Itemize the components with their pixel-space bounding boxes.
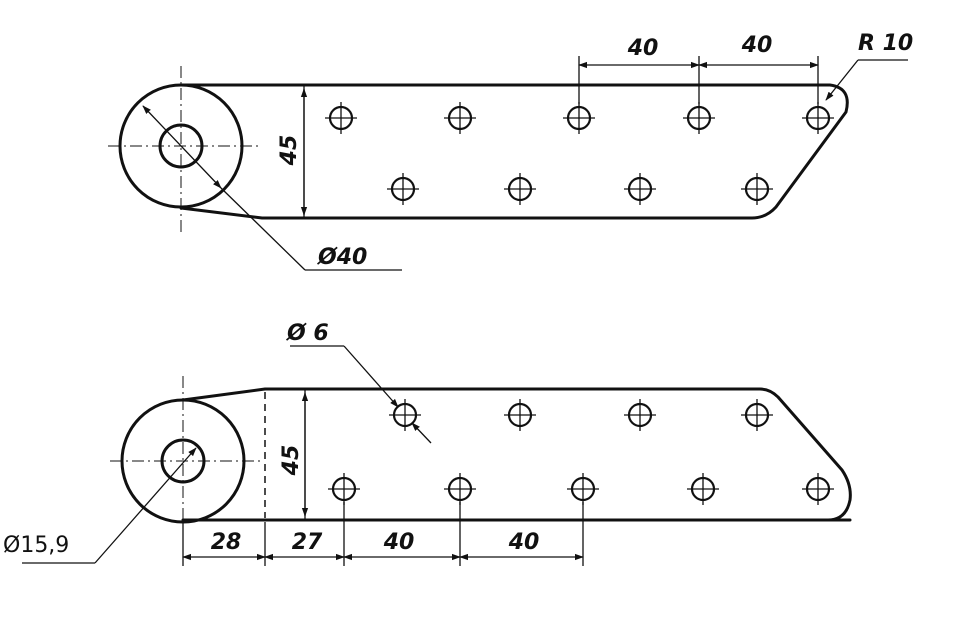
- top-plate-outline: [179, 83, 849, 220]
- bottom-chain-label-4: 40: [508, 530, 540, 555]
- top-holes-row-1: [325, 102, 834, 134]
- bottom-bore-diameter-leader: Ø15,9: [3, 447, 197, 564]
- top-spacing-label-2: 40: [741, 33, 773, 58]
- hole-marker: [504, 399, 536, 431]
- bottom-hole-diameter-leader: Ø 6: [285, 321, 432, 444]
- bottom-chain-label-3: 40: [383, 530, 415, 555]
- hole-marker: [683, 102, 715, 134]
- bottom-bore-diameter-label: Ø15,9: [3, 533, 69, 558]
- hole-marker: [563, 102, 595, 134]
- hole-marker: [389, 399, 421, 431]
- hole-marker: [802, 102, 834, 134]
- hole-marker: [504, 173, 536, 205]
- bottom-holes-row-2: [328, 473, 834, 505]
- bottom-height-label: 45: [279, 445, 304, 477]
- top-height-dimension: 45: [277, 88, 308, 216]
- hole-marker: [328, 473, 360, 505]
- top-radius-leader: R 10: [825, 31, 913, 101]
- bottom-chain-dimension: 28 27 40 40: [182, 502, 584, 566]
- hole-marker: [624, 399, 656, 431]
- bottom-holes-row-1: [389, 399, 773, 431]
- top-boss-diameter-dimension: Ø40: [142, 105, 402, 271]
- top-spacing-label-1: 40: [627, 36, 659, 61]
- hole-marker: [567, 473, 599, 505]
- hole-marker: [325, 102, 357, 134]
- bottom-chain-label-1: 28: [211, 530, 242, 555]
- hole-marker: [444, 473, 476, 505]
- top-height-label: 45: [277, 135, 302, 167]
- top-holes-row-2: [387, 173, 773, 205]
- hole-marker: [444, 102, 476, 134]
- hole-marker: [687, 473, 719, 505]
- hole-marker: [741, 173, 773, 205]
- top-boss-diameter-label: Ø40: [316, 245, 367, 270]
- bottom-plate-outline: [181, 387, 852, 522]
- hole-marker: [741, 399, 773, 431]
- top-radius-label: R 10: [858, 31, 913, 56]
- bottom-hole-diameter-label: Ø 6: [285, 321, 329, 346]
- bottom-part: Ø 6 45 Ø15,9 28 27 40 40: [3, 321, 852, 566]
- hole-marker: [624, 173, 656, 205]
- bottom-chain-label-2: 27: [292, 530, 323, 555]
- top-part: 40 40 R 10 45 Ø40: [108, 31, 913, 271]
- hole-marker: [387, 173, 419, 205]
- top-spacing-dimension: 40 40: [578, 33, 819, 104]
- hole-marker: [802, 473, 834, 505]
- bottom-height-dimension: 45: [279, 392, 309, 517]
